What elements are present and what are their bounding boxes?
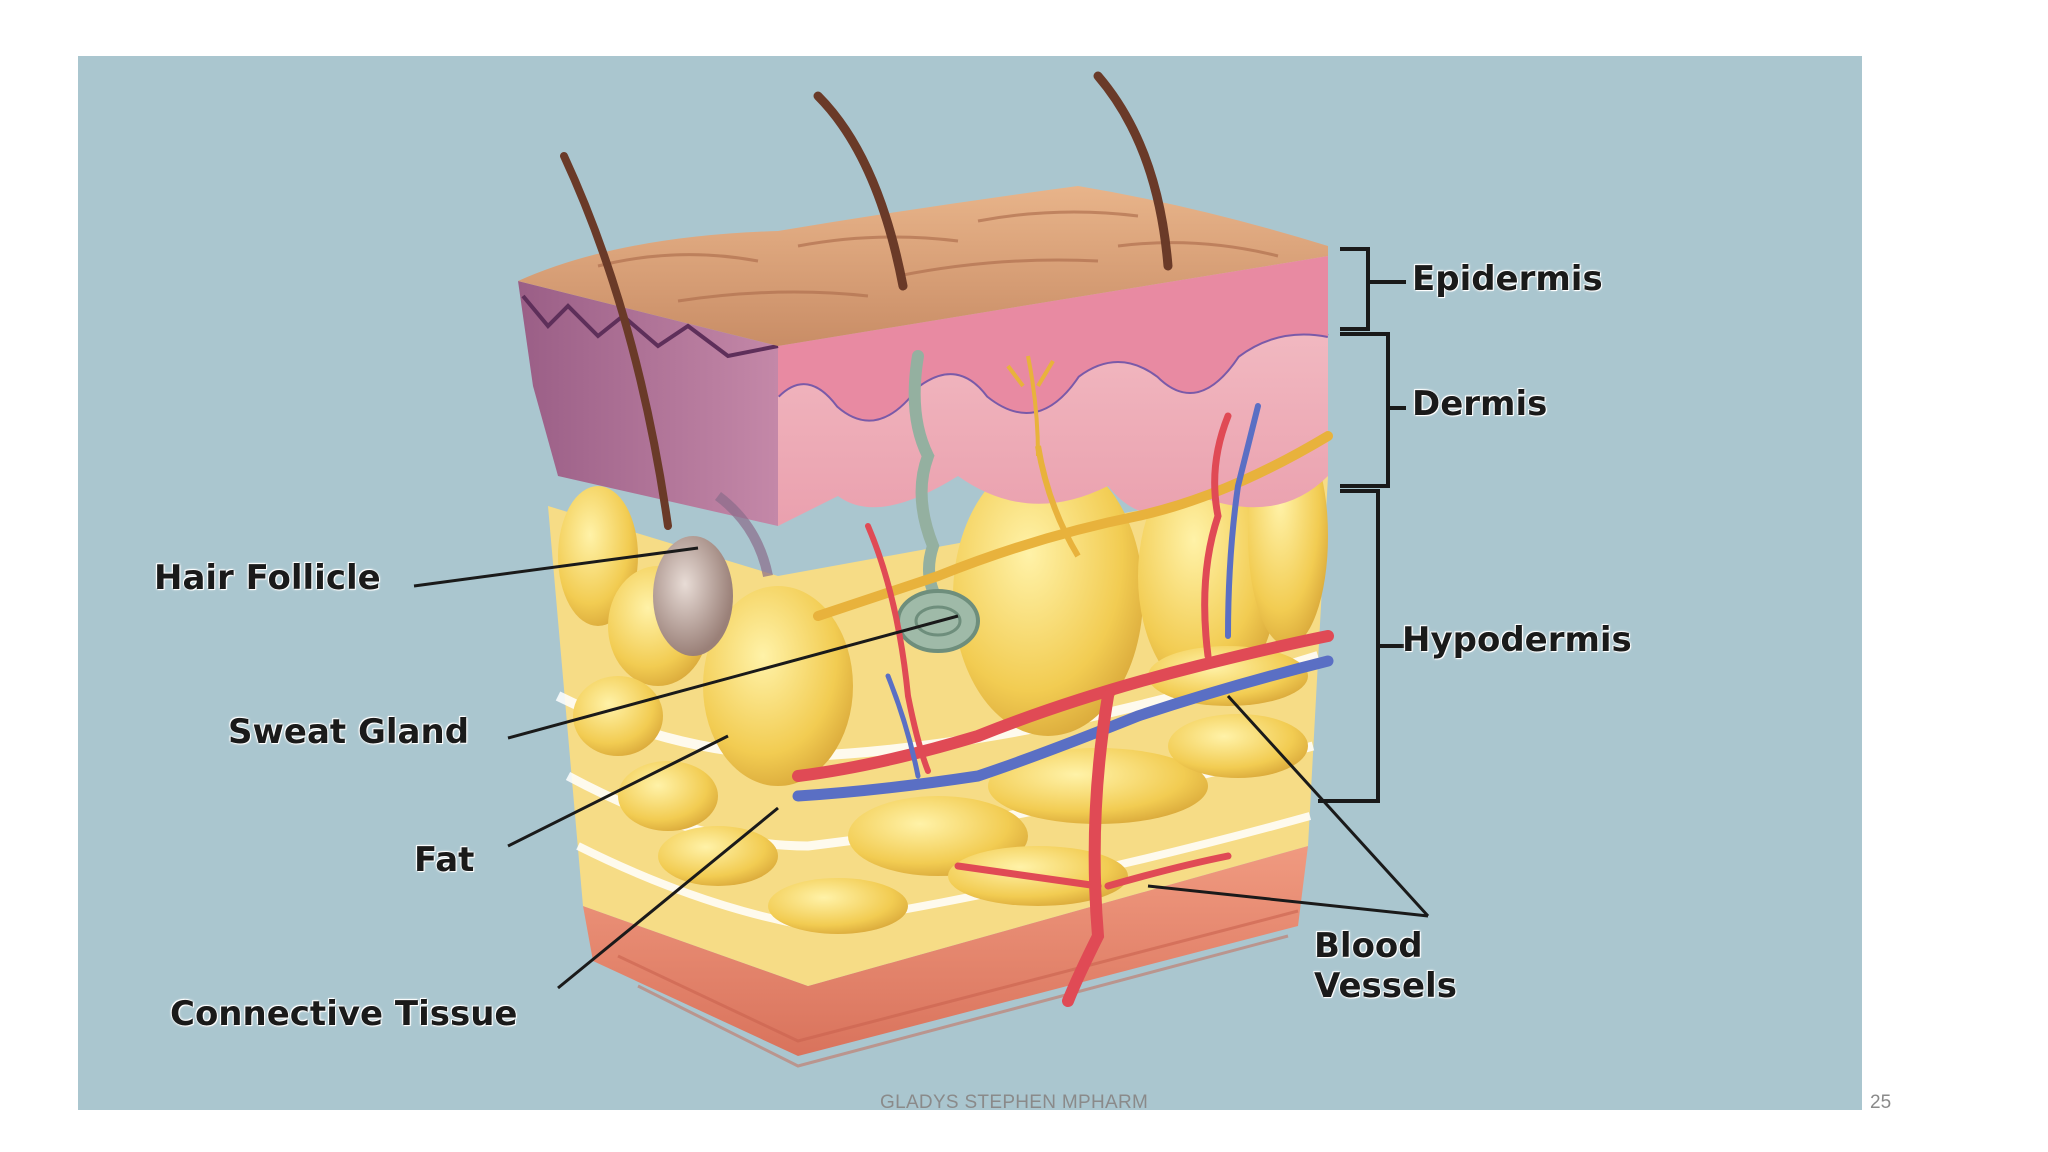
blood-vessels-leader-2 <box>1147 884 1429 918</box>
skin-cross-section-illustration <box>413 71 1430 1068</box>
label-hair-follicle: Hair Follicle <box>154 558 381 598</box>
hair-shaft-left <box>560 152 672 530</box>
connective-tissue-leader <box>557 806 779 990</box>
label-blood-vessels-line1: Blood <box>1314 926 1423 966</box>
hair-shaft-middle <box>813 91 908 291</box>
slide-number: 25 <box>1870 1092 1892 1113</box>
label-connective-tissue: Connective Tissue <box>170 994 518 1034</box>
leader-lines <box>413 546 1430 990</box>
connective-tissue-layer <box>583 846 1308 1056</box>
label-dermis: Dermis <box>1412 384 1548 424</box>
label-blood-vessels-line2: Vessels <box>1314 966 1457 1006</box>
fat-leader <box>507 734 729 848</box>
layer-brackets <box>1318 247 1406 803</box>
skin-diagram: Hair Follicle Sweat Gland Fat Connective… <box>78 56 1862 1110</box>
hair-follicle-bulb <box>653 536 733 656</box>
artery-branch <box>1062 690 1114 1007</box>
footer-author: GLADYS STEPHEN MPHARM <box>880 1092 1149 1113</box>
hair-shaft-right <box>1093 71 1173 271</box>
label-sweat-gland: Sweat Gland <box>228 712 470 752</box>
blood-vessels-leader-1 <box>1226 694 1430 918</box>
sweat-gland-leader <box>507 614 959 740</box>
skin-surface <box>518 186 1328 346</box>
label-epidermis: Epidermis <box>1412 259 1603 299</box>
sweat-gland-duct <box>908 350 944 607</box>
label-fat: Fat <box>414 840 475 880</box>
label-hypodermis: Hypodermis <box>1402 620 1632 660</box>
artery <box>792 630 1334 782</box>
hair-follicle-leader <box>413 546 699 588</box>
vein <box>792 655 1334 802</box>
